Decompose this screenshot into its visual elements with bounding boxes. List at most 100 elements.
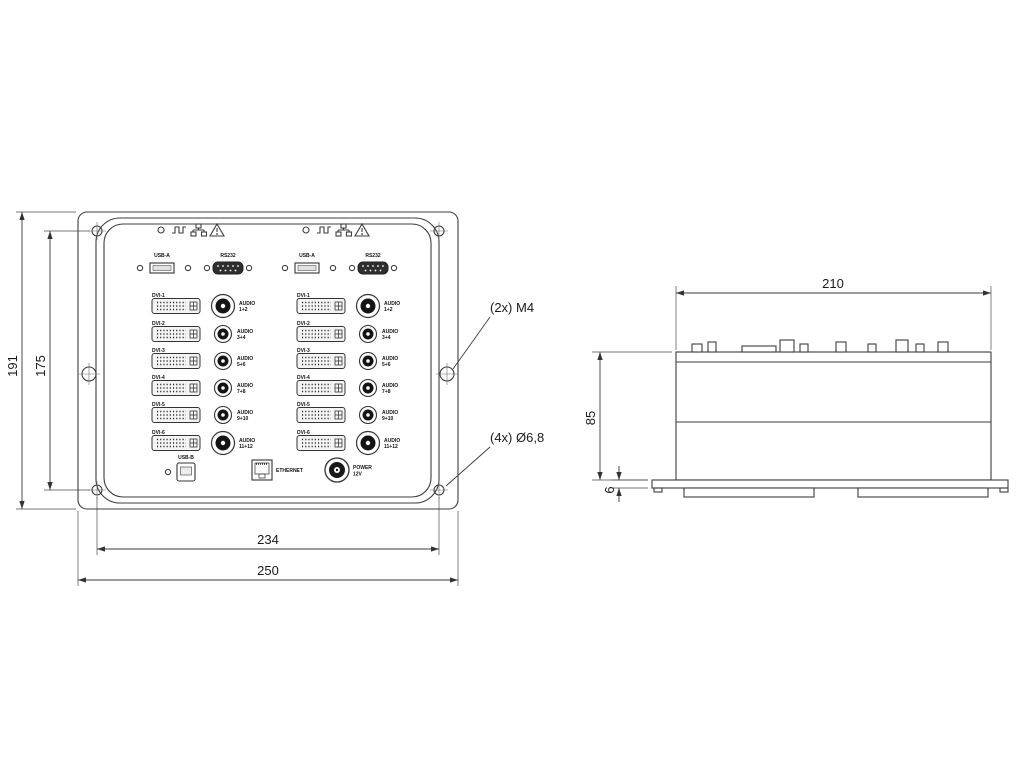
dvi-label: DVI-1 bbox=[297, 293, 310, 299]
side-connector bbox=[937, 341, 949, 353]
jack-label: AUDIO bbox=[384, 438, 400, 444]
foot-right bbox=[857, 487, 989, 498]
jack-label: 11+12 bbox=[239, 444, 253, 450]
audio-jack bbox=[355, 293, 381, 319]
dvi-label: DVI-5 bbox=[152, 402, 165, 408]
dvi-label: DVI-3 bbox=[297, 348, 310, 354]
dvi-connector bbox=[296, 325, 346, 343]
dim-width-outer: 250 bbox=[77, 511, 459, 586]
dim-height-holes: 175 bbox=[33, 230, 90, 491]
rs232-label: RS232 bbox=[365, 253, 381, 259]
usb-a-label: USB-A bbox=[299, 253, 315, 259]
jack-label: 9+10 bbox=[382, 416, 393, 422]
dvi-connector bbox=[296, 352, 346, 370]
foot-left bbox=[683, 487, 815, 498]
ethernet-label: ETHERNET bbox=[276, 468, 303, 474]
dim-depth: 210 bbox=[675, 276, 992, 350]
side-connector bbox=[867, 343, 877, 353]
usb-a-port bbox=[149, 262, 175, 274]
jack-label: AUDIO bbox=[239, 438, 255, 444]
dim-label-6: 6 bbox=[602, 486, 617, 493]
side-connector bbox=[691, 343, 703, 353]
audio-jack bbox=[358, 324, 378, 344]
dvi-label: DVI-2 bbox=[152, 321, 165, 327]
jack-label: AUDIO bbox=[382, 410, 398, 416]
dim-label-250: 250 bbox=[257, 563, 279, 578]
power-label: POWER bbox=[353, 465, 372, 471]
jack-label: 7+8 bbox=[237, 389, 246, 395]
dvi-connector bbox=[151, 352, 201, 370]
usb-b-port bbox=[176, 462, 196, 482]
jack-label: 1+2 bbox=[239, 307, 248, 313]
side-view: 210 85 6 bbox=[583, 276, 1009, 502]
dim-label-175: 175 bbox=[33, 355, 48, 377]
power-voltage-label: 12V bbox=[353, 472, 363, 478]
annotation-d68: (4x) Ø6,8 bbox=[445, 430, 544, 487]
bottom-io-row: USB-B ETHERNET POWER 12V bbox=[164, 455, 372, 483]
plate-tab-right bbox=[999, 487, 1009, 493]
device-face bbox=[95, 217, 440, 504]
audio-jack bbox=[210, 430, 236, 456]
jack-label: 3+4 bbox=[382, 335, 391, 341]
dvi-label: DVI-4 bbox=[152, 375, 165, 381]
dim-label-210: 210 bbox=[822, 276, 844, 291]
plate-tab-left bbox=[653, 487, 663, 493]
audio-jack bbox=[213, 378, 233, 398]
audio-jack bbox=[213, 351, 233, 371]
audio-jack bbox=[358, 351, 378, 371]
io-row-left: USB-A RS232 bbox=[136, 253, 253, 275]
ethernet-port bbox=[251, 459, 273, 481]
power-connector bbox=[324, 457, 350, 483]
dvi-label: DVI-6 bbox=[152, 430, 165, 436]
jack-label: AUDIO bbox=[239, 301, 255, 307]
jack-label: AUDIO bbox=[382, 356, 398, 362]
dvi-connector bbox=[151, 406, 201, 424]
jack-label: 3+4 bbox=[237, 335, 246, 341]
connector-rows-left: DVI-1 AUDIO 1+2 DVI-2 AUDIO 3+4 DVI-3 AU… bbox=[151, 293, 255, 456]
side-connector bbox=[835, 341, 847, 353]
side-connector bbox=[741, 345, 777, 353]
dvi-connector bbox=[151, 379, 201, 397]
dvi-label: DVI-1 bbox=[152, 293, 165, 299]
jack-label: AUDIO bbox=[382, 383, 398, 389]
dvi-label: DVI-4 bbox=[297, 375, 310, 381]
audio-jack bbox=[210, 293, 236, 319]
jack-label: AUDIO bbox=[382, 329, 398, 335]
dvi-connector bbox=[296, 406, 346, 424]
usb-a-port bbox=[294, 262, 320, 274]
jack-label: AUDIO bbox=[237, 410, 253, 416]
dim-label-191: 191 bbox=[5, 355, 20, 377]
dim-label-85: 85 bbox=[583, 411, 598, 425]
jack-label: AUDIO bbox=[384, 301, 400, 307]
audio-jack bbox=[213, 324, 233, 344]
jack-label: AUDIO bbox=[237, 383, 253, 389]
audio-jack bbox=[355, 430, 381, 456]
dvi-label: DVI-6 bbox=[297, 430, 310, 436]
dvi-connector bbox=[151, 434, 201, 452]
dvi-label: DVI-5 bbox=[297, 402, 310, 408]
annotation-m4-label: (2x) M4 bbox=[490, 300, 534, 315]
dvi-label: DVI-3 bbox=[152, 348, 165, 354]
mounting-plate-edge bbox=[651, 479, 1009, 489]
annotation-d68-label: (4x) Ø6,8 bbox=[490, 430, 544, 445]
led-icon bbox=[329, 264, 337, 272]
annotation-m4: (2x) M4 bbox=[452, 300, 534, 370]
dim-height-outer: 191 bbox=[5, 211, 76, 510]
led-icon bbox=[281, 264, 289, 272]
dvi-connector bbox=[296, 434, 346, 452]
dim-label-234: 234 bbox=[257, 532, 279, 547]
dvi-connector bbox=[151, 325, 201, 343]
housing-body bbox=[675, 351, 992, 481]
led-icon bbox=[184, 264, 192, 272]
audio-jack bbox=[358, 405, 378, 425]
side-connector bbox=[799, 343, 809, 353]
audio-jack bbox=[358, 378, 378, 398]
side-connector bbox=[779, 339, 795, 353]
led-icon bbox=[164, 468, 172, 476]
audio-jack bbox=[213, 405, 233, 425]
dim-width-holes: 234 bbox=[96, 497, 440, 555]
jack-label: 5+6 bbox=[237, 362, 246, 368]
rs232-label: RS232 bbox=[220, 253, 236, 259]
dvi-connector bbox=[151, 297, 201, 315]
